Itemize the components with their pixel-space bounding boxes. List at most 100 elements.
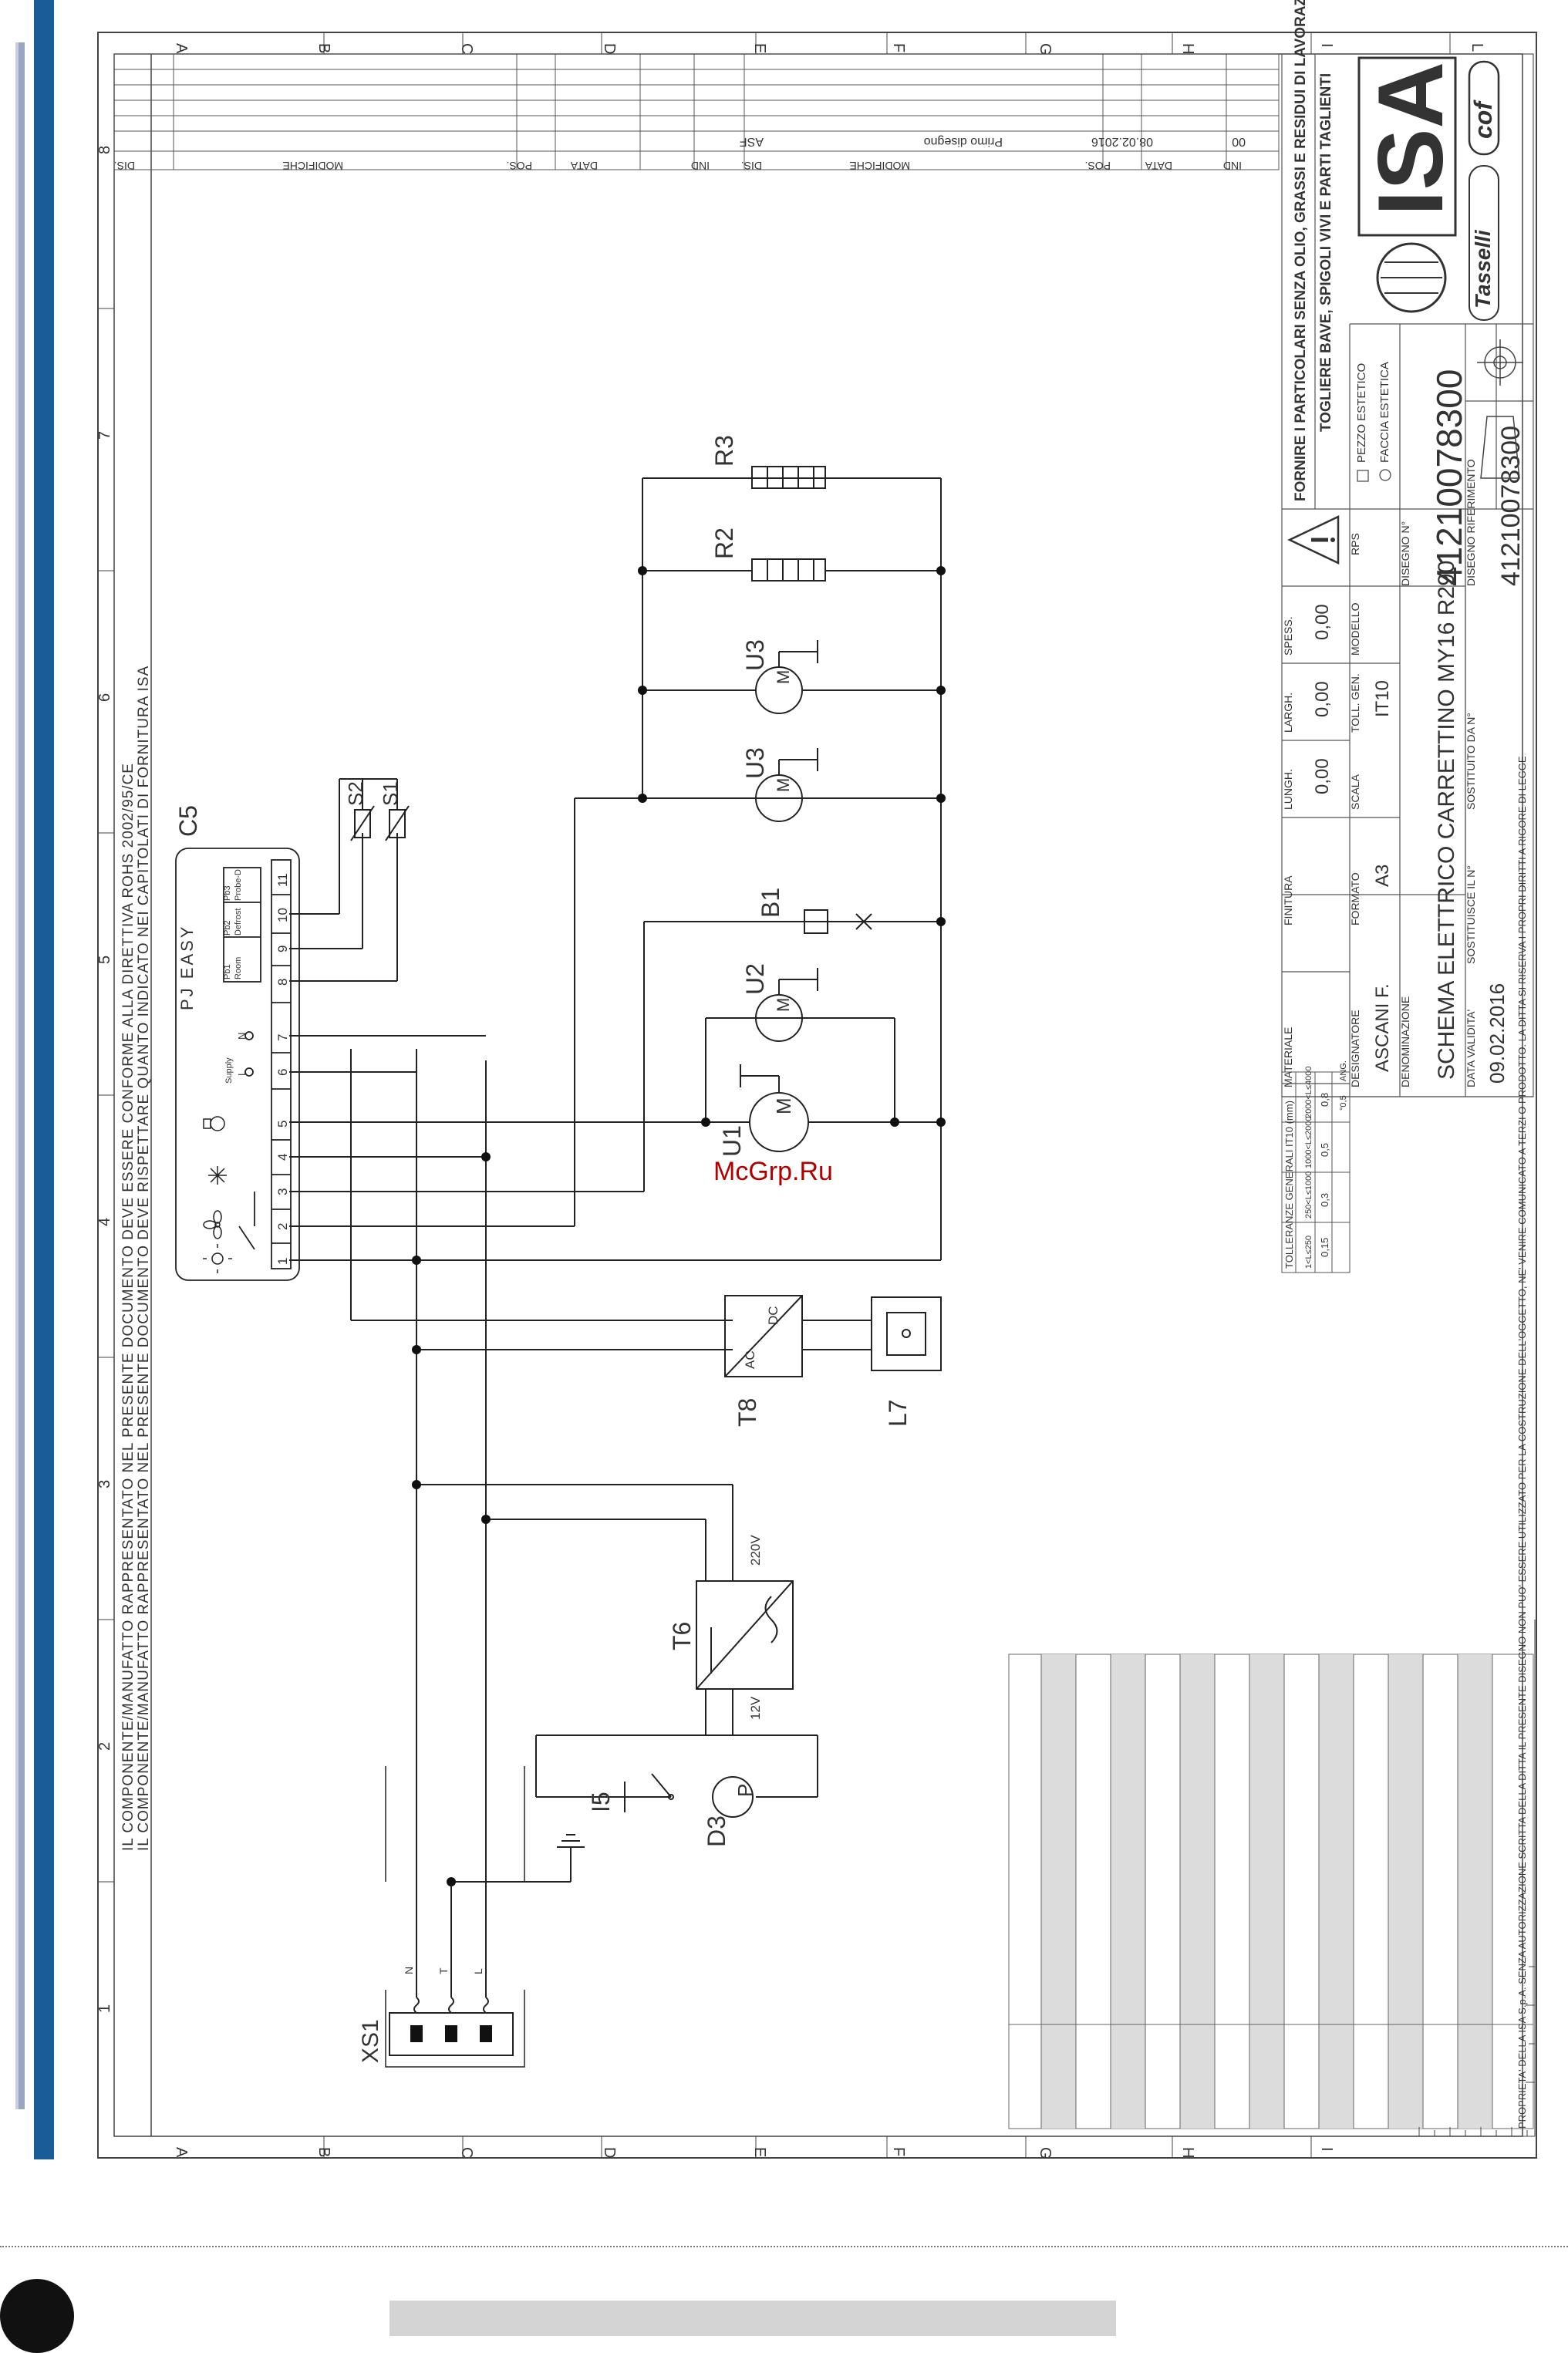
grid-col-1: 1 [96,2004,113,2013]
u3a-motor-m: M [774,778,793,792]
xs1-label: XS1 [358,2019,383,2063]
u2-motor [740,968,818,1042]
c5-term-10: 10 [275,908,290,922]
revisions-headers: DIS. MODIFICHE POS. DATA IND DIS. MODIFI… [114,135,1246,172]
grid-row-top-F: F [890,43,907,52]
drawing-title: SCHEMA ELETTRICO CARRETTINO MY16 R290 [1434,561,1459,1080]
page-number-marker [0,2279,74,2353]
tol-range-1: 1<L≤250 [1304,1235,1313,1269]
probe-pb3: Pb3 [223,885,232,901]
rev-entry-mod: Primo disegno [924,135,1003,148]
rev-h-mod-r: MODIFICHE [849,160,910,172]
xs1-connector [385,1766,525,2068]
rev-entry-ind: 00 [1232,135,1246,148]
d3-pressure-switch [624,1773,754,1818]
c5-term-5: 5 [275,1121,290,1128]
u2-motor-m: M [774,998,793,1012]
ang-label: ANG. [1339,1060,1348,1081]
grid-row-top-I: I [1318,43,1335,48]
t6-label: T6 [668,1622,696,1650]
value-spess: 0,00 [1312,604,1333,640]
rev-h-ind-r: IND [1223,160,1242,172]
footer-dotted-rule [0,2246,1568,2247]
grid-col-8: 8 [96,146,113,154]
projection-symbol-icon [1477,339,1523,479]
fan-icon [203,1210,222,1239]
u3-motor-a [740,748,818,822]
b1-label: B1 [757,888,784,918]
grid-row-top-B: B [315,43,332,53]
rev-entry-data: 08.02.2016 [1091,135,1153,148]
c5-term-4: 4 [275,1154,290,1161]
tol-range-2: 250<L≤1000 [1304,1171,1313,1219]
u2-label: U2 [741,963,769,995]
c5-label: C5 [174,805,202,837]
u1-motor-m: M [772,1097,795,1114]
light-icon [203,1244,232,1273]
label-formato: FORMATO [1349,872,1361,925]
value-riferimento: 41210078300 [1496,426,1526,586]
drawing-number: 41210078300 [1429,369,1469,586]
r2-label: R2 [710,528,738,559]
grid-row-top-C: C [458,43,475,54]
c5-term-6: 6 [275,1069,290,1076]
c5-term-7: 7 [275,1034,290,1041]
c5-term-1: 1 [275,1258,290,1265]
t8-acdc-converter [724,1295,803,1377]
label-finitura: FINITURA [1282,875,1294,925]
r3-label: R3 [710,435,738,467]
ruler-scale [1411,1620,1536,2137]
probe-pb1: Pb1 [223,964,232,979]
junction-dots [412,566,946,1886]
faccia-estetica-icon [1379,469,1391,481]
isa-logo-text: ISA [1359,62,1462,216]
probe-probe-d: Probe-D. [234,867,243,901]
xs1-pin-t: T [437,1967,450,1974]
t6-out: 12V [748,1696,763,1720]
grid-row-bot-I: I [1318,2147,1335,2152]
l7-label: L7 [884,1399,912,1427]
pezzo-estetico: PEZZO ESTETICO [1355,363,1368,463]
grid-row-bot-B: B [315,2147,332,2157]
supply-label: Supply [224,1057,234,1084]
title-block [1281,53,1534,1097]
u3b-label: U3 [741,639,769,671]
label-modello: MODELLO [1349,602,1361,656]
value-designatore: ASCANI F. [1372,983,1393,1072]
value-largh: 0,00 [1312,681,1333,717]
label-materiale: MATERIALE [1282,1027,1294,1087]
supply-l: L [236,1070,248,1076]
warning-triangle-icon [1287,515,1340,565]
rev-entry-dis: ASF [740,135,764,148]
grid-row-top-D: D [601,43,618,54]
ground-icon [557,1834,585,1870]
grid-row-top-A: A [173,43,190,54]
title-block-text: FORNIRE I PARTICOLARI SENZA OLIO, GRASSI… [1282,0,1526,1269]
label-riferimento: DISEGNO RIFERIMENTO [1465,459,1477,586]
probe-defrost: Defrost [234,909,243,935]
tolerance-table [1281,1071,1351,1273]
value-lungh: 0,00 [1312,758,1333,794]
left-blue-band [34,0,54,2159]
grid-row-bot-H: H [1179,2147,1196,2158]
c5-term-8: 8 [275,979,290,986]
b1-valve [804,909,872,934]
u1-label: U1 [718,1125,746,1157]
pump-symbol: P [733,1784,757,1797]
l7-lamp [871,1296,942,1371]
grid-row-bot-G: G [1037,2147,1054,2159]
supply-n: N [236,1033,248,1040]
grid-row-bot-D: D [601,2147,618,2158]
label-sostituito: SOSTITUITO DA N° [1465,713,1477,810]
u3b-motor-m: M [774,670,793,684]
rev-h-data-r: DATA [1145,160,1172,172]
supply-note: IL COMPONENTE/MANUFATTO RAPPRESENTATO NE… [136,666,152,1851]
grid-col-6: 6 [96,693,113,702]
c5-controller [175,848,300,1281]
grid-row-bot-E: E [751,2147,768,2157]
rev-h-pos-l: POS. [507,160,532,172]
label-lungh: LUNGH. [1282,769,1294,810]
cof-logo-text: cof [1469,99,1497,139]
s2-probe [350,805,375,841]
probe-room: Room [234,957,243,979]
